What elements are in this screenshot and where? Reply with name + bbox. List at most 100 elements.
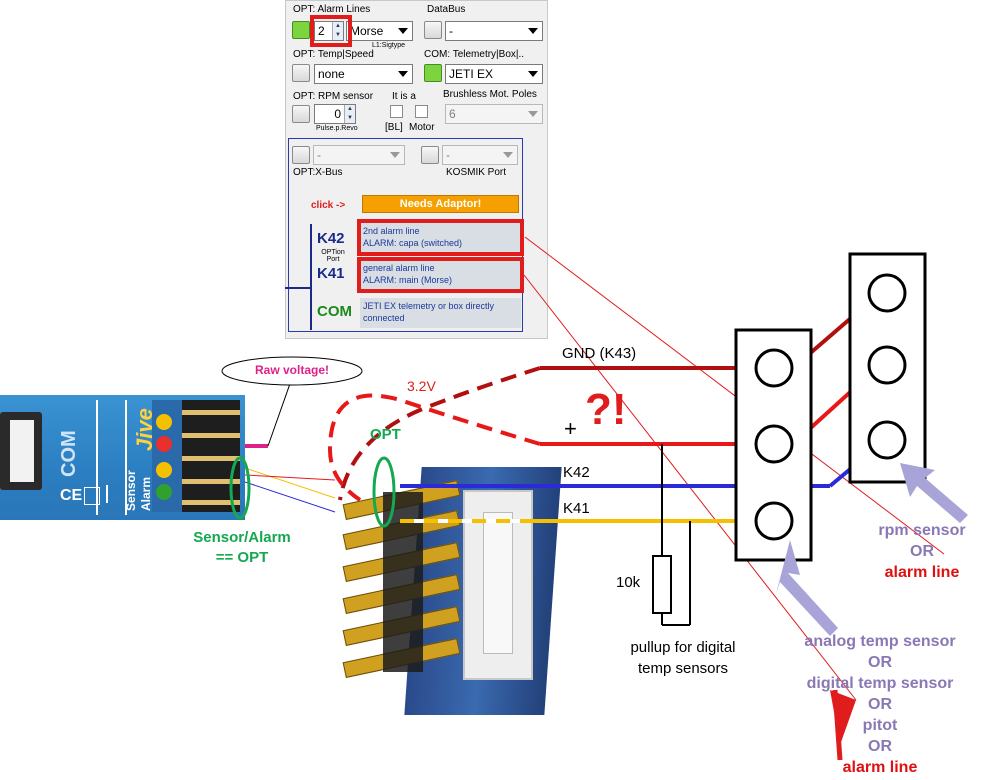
pullup-line-2: temp sensors bbox=[637, 660, 729, 677]
bracket-stub bbox=[285, 287, 311, 289]
plus-pin-icon bbox=[156, 462, 172, 478]
ce-mark: CE bbox=[60, 487, 83, 504]
minus-pin-icon bbox=[156, 484, 172, 500]
plus-pin-icon bbox=[156, 414, 172, 430]
com-connector bbox=[0, 412, 42, 490]
alarm-lines-value: 2 bbox=[318, 24, 325, 38]
sensor-alarm-line-1: Sensor/Alarm bbox=[193, 529, 291, 546]
chevron-down-icon bbox=[528, 71, 538, 77]
temp-arrow bbox=[776, 540, 838, 636]
temp-speed-led[interactable] bbox=[292, 64, 310, 82]
chevron-down-icon bbox=[528, 111, 538, 117]
chevron-down-icon bbox=[398, 71, 408, 77]
rpm-spinner[interactable]: 0 ▲▼ bbox=[314, 104, 356, 124]
databus-led[interactable] bbox=[424, 21, 442, 39]
xbus-value: - bbox=[317, 148, 321, 162]
rpm-label: OPT: RPM sensor bbox=[293, 91, 374, 102]
databus-select[interactable]: - bbox=[445, 21, 543, 41]
k41-port-label: K41 bbox=[317, 265, 345, 282]
databus-label: DataBus bbox=[427, 4, 466, 15]
click-hint: click -> bbox=[311, 200, 346, 211]
com-info-box: JETI EX telemetry or box directly connec… bbox=[360, 298, 521, 328]
socket-pin-k42 bbox=[867, 420, 907, 460]
rpm-led[interactable] bbox=[292, 105, 310, 123]
opt-ellipse-device bbox=[229, 456, 251, 520]
temp-option-line-3: digital temp sensor bbox=[806, 675, 954, 692]
com-led[interactable] bbox=[424, 64, 442, 82]
com-info-line-2: connected bbox=[363, 313, 405, 323]
k41-info-line-1: general alarm line bbox=[363, 263, 435, 273]
plus-wire-label: + bbox=[564, 416, 577, 441]
sensor-alarm-label: Sensor/Alarm == OPT bbox=[172, 528, 312, 568]
it-is-a-label: It is a bbox=[392, 91, 416, 102]
needs-adaptor-button[interactable]: Needs Adaptor! bbox=[362, 195, 519, 213]
option-port-label: OPTion Port bbox=[321, 249, 345, 263]
raw-voltage-bubble bbox=[221, 356, 363, 386]
alarm-lines-spinner[interactable]: 2 ▲▼ bbox=[314, 21, 344, 41]
sigtype-note: L1:Sigtype bbox=[372, 42, 406, 49]
socket-pin-gnd bbox=[754, 348, 794, 388]
rpm-arrow bbox=[900, 463, 968, 523]
pulse-note: Pulse.p.Revo bbox=[316, 125, 358, 132]
temp-option-line-6: OR bbox=[868, 738, 892, 755]
alarm-type-value: Morse bbox=[350, 24, 384, 38]
chevron-down-icon bbox=[528, 28, 538, 34]
bl-checkbox[interactable] bbox=[390, 105, 403, 118]
alarm-lines-highlight bbox=[310, 15, 352, 47]
alarm-type-select[interactable]: Morse bbox=[346, 21, 413, 41]
pulse-pin-icon bbox=[156, 436, 172, 452]
k41-wire-label: K41 bbox=[563, 500, 590, 517]
opt-label: OPT bbox=[370, 426, 401, 443]
voltage-note: 3.2V bbox=[407, 378, 436, 394]
com-port-label: COM bbox=[317, 303, 352, 320]
temp-option-line-5: pitot bbox=[862, 717, 898, 734]
k42-port-label: K42 bbox=[317, 230, 345, 247]
resistor-label: 10k bbox=[616, 574, 641, 591]
kosmik-label: KOSMIK Port bbox=[446, 167, 507, 178]
temp-option-line-7: alarm line bbox=[842, 759, 918, 776]
temp-speed-label: OPT: Temp|Speed bbox=[293, 49, 374, 60]
socket-pin-gnd-right bbox=[867, 273, 907, 313]
socket-pin-plus bbox=[754, 424, 794, 464]
chevron-down-icon bbox=[503, 152, 513, 158]
k41-info-line-2: ALARM: main (Morse) bbox=[363, 275, 453, 285]
spinner-arrows-icon[interactable]: ▲▼ bbox=[332, 22, 343, 40]
k42-info-line-2: ALARM: capa (switched) bbox=[363, 238, 463, 248]
k42-highlight bbox=[357, 219, 524, 256]
temp-option-label: analog temp sensor OR digital temp senso… bbox=[780, 631, 980, 778]
weee-icon bbox=[84, 487, 100, 505]
k41-highlight bbox=[357, 257, 524, 293]
xbus-select[interactable]: - bbox=[313, 145, 405, 165]
k42-wire-label: K42 bbox=[563, 464, 590, 481]
temp-speed-select[interactable]: none bbox=[314, 64, 413, 84]
com-select[interactable]: JETI EX bbox=[445, 64, 543, 84]
temp-option-line-1: analog temp sensor bbox=[804, 633, 956, 650]
sensor-alarm-line-2: == OPT bbox=[215, 549, 269, 566]
kosmik-select[interactable]: - bbox=[442, 145, 518, 165]
opt-ellipse-connector bbox=[372, 456, 396, 528]
question-mark-label: ?! bbox=[585, 385, 627, 434]
rpm-option-line-1: rpm sensor bbox=[878, 522, 966, 539]
pullup-label: pullup for digital temp sensors bbox=[603, 637, 763, 679]
controller-photo: COM Jive Sensor Alarm CE bbox=[0, 395, 245, 520]
rpm-option-label: rpm sensor OR alarm line bbox=[862, 520, 982, 583]
alarm-lines-led[interactable] bbox=[292, 21, 310, 39]
motor-label: Motor bbox=[409, 122, 435, 133]
com-info-line-1: JETI EX telemetry or box directly bbox=[363, 301, 495, 311]
bl-label: [BL] bbox=[385, 122, 403, 133]
pullup-resistor bbox=[652, 555, 672, 614]
poles-select[interactable]: 6 bbox=[445, 104, 543, 124]
spinner-arrows-icon[interactable]: ▲▼ bbox=[344, 105, 355, 123]
alarm-lines-label: OPT: Alarm Lines bbox=[293, 4, 371, 15]
kosmik-led[interactable] bbox=[421, 146, 439, 164]
socket-pin-plus-right bbox=[867, 345, 907, 385]
gnd-dashed-wire bbox=[338, 366, 541, 501]
temp-option-line-2: OR bbox=[868, 654, 892, 671]
kosmik-value: - bbox=[446, 148, 450, 162]
xbus-led[interactable] bbox=[292, 146, 310, 164]
raw-voltage-label: Raw voltage! bbox=[254, 363, 329, 377]
motor-checkbox[interactable] bbox=[415, 105, 428, 118]
xbus-label: OPT:X-Bus bbox=[293, 167, 343, 178]
